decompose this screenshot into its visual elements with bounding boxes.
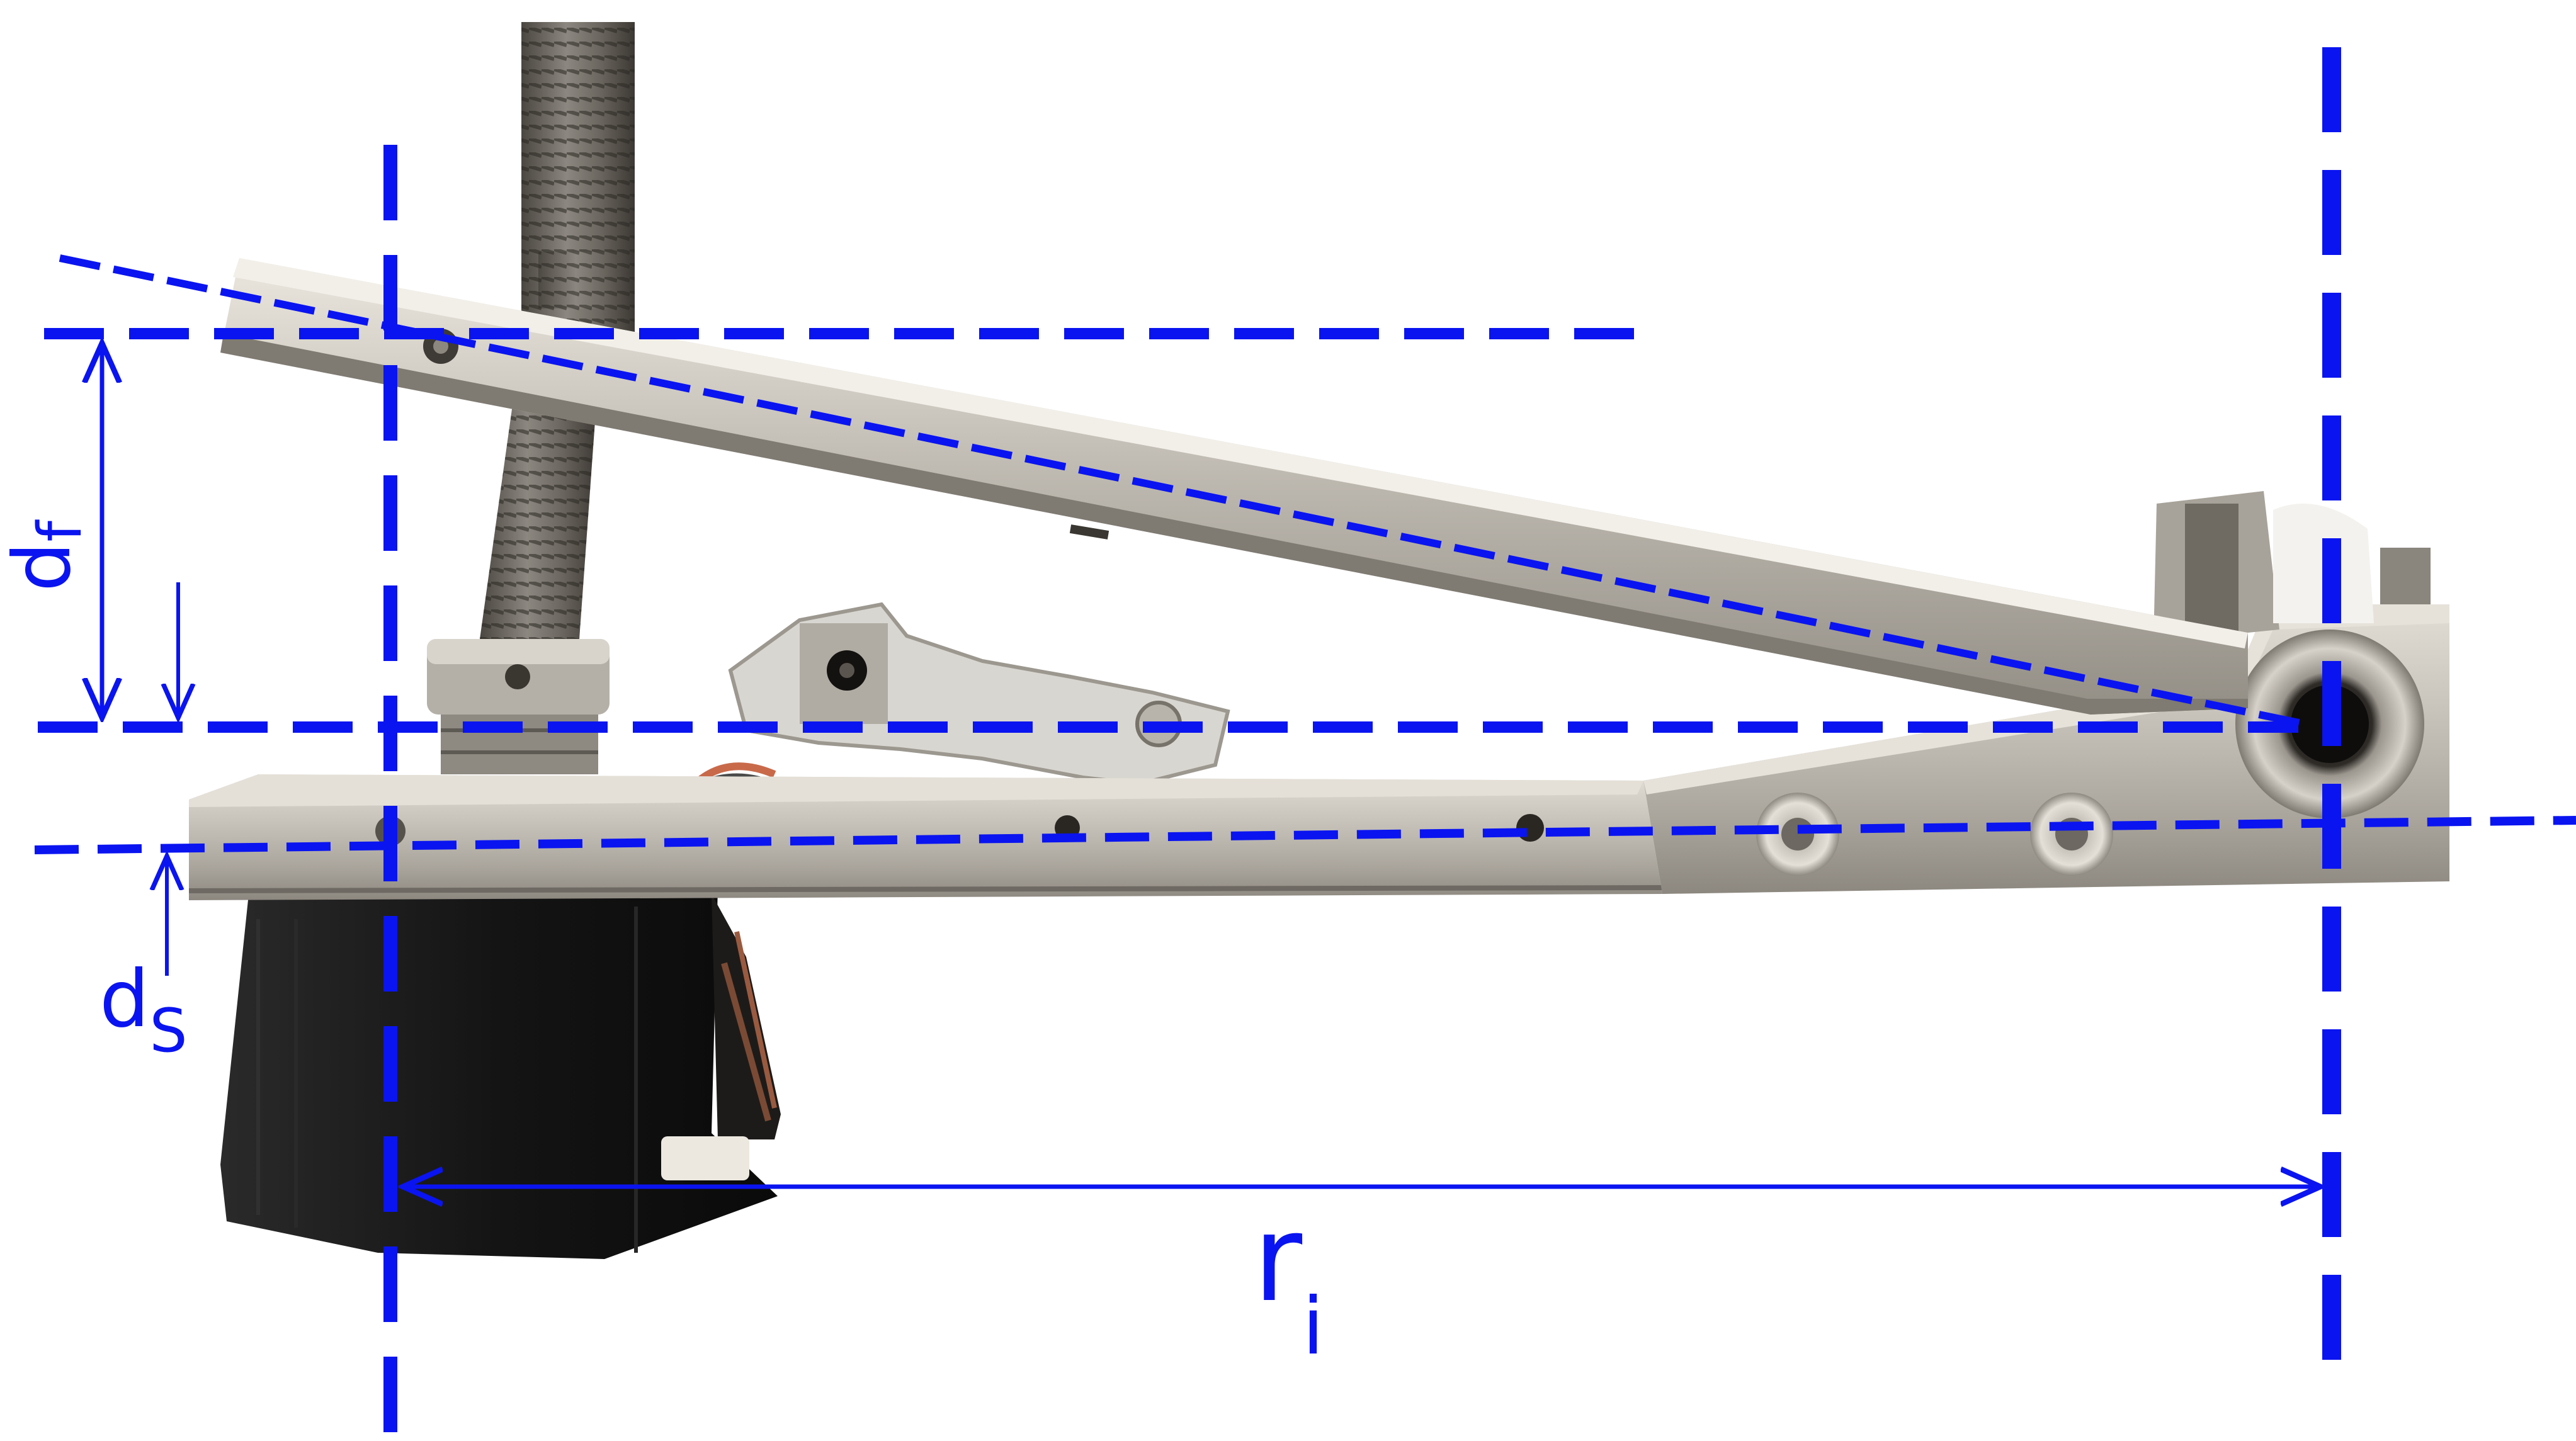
threaded-rod (427, 22, 635, 774)
sensor-module (691, 602, 1230, 789)
lower-arm-line (34, 816, 2576, 854)
mechanism-drawing (188, 22, 2449, 1259)
ds-label: dS (99, 954, 188, 1066)
ds-main: d (99, 954, 149, 1045)
df-sub: f (26, 519, 95, 542)
stepper-motor (220, 888, 781, 1259)
ri-sub: i (1302, 1281, 1324, 1372)
df-main: d (0, 542, 88, 592)
ri-main: r (1253, 1189, 1303, 1328)
ds-sub: S (149, 997, 187, 1066)
annotations (34, 47, 2576, 1441)
df-label: df (0, 519, 95, 592)
labels: ri df dS (0, 519, 1324, 1372)
ri-label: ri (1253, 1189, 1324, 1372)
